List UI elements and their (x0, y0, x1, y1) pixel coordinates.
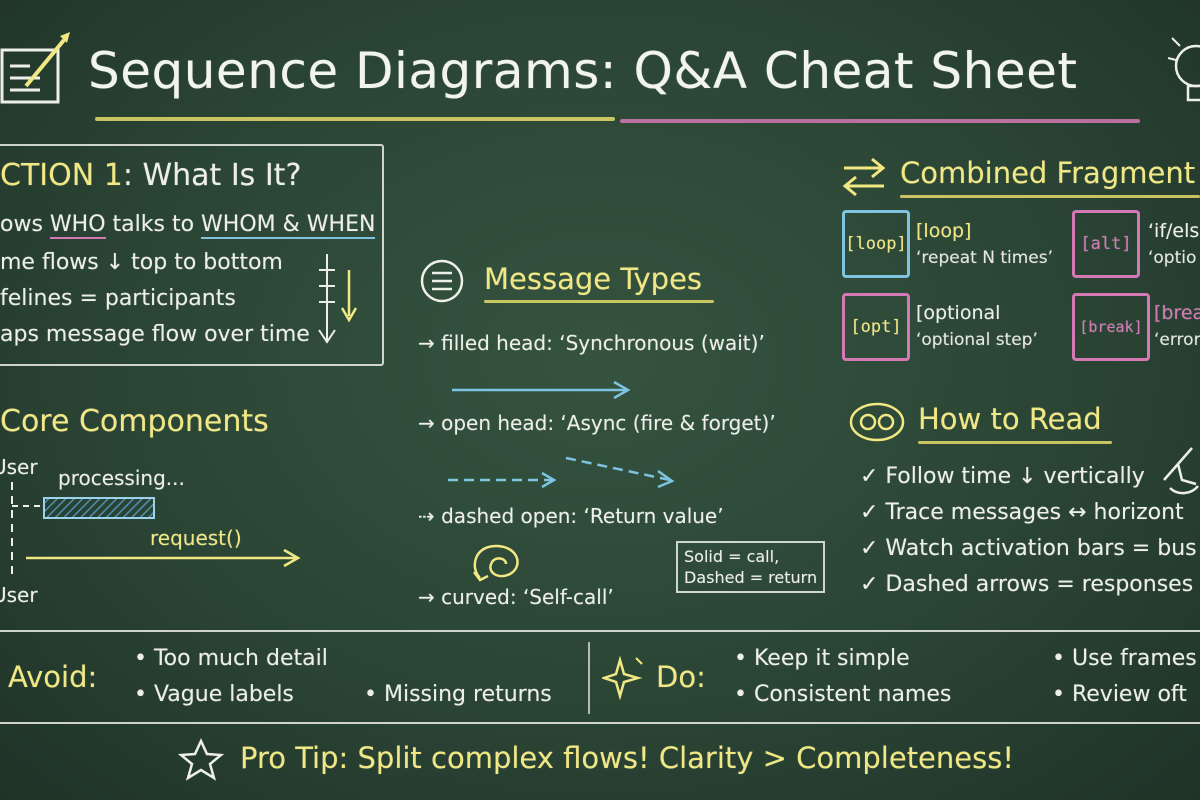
how-to-read-item-2: ✓ Trace messages ↔ horizont (860, 500, 1184, 525)
fragment-break-label: [brea (1154, 302, 1200, 324)
fragments-heading: Combined Fragment (900, 156, 1196, 190)
avoid-label: Avoid: (8, 660, 98, 694)
notepad-pencil-icon (0, 32, 70, 104)
fragment-loop-label: [loop] (916, 220, 972, 242)
fragment-break-desc: ‘error (1154, 330, 1200, 350)
fragment-opt-label: [optional (916, 302, 1001, 324)
how-to-read-underline (918, 441, 1112, 444)
core-diagram (11, 482, 301, 578)
section1-heading-rest: : What Is It? (122, 158, 302, 193)
fragments-underline (900, 195, 1200, 198)
time-down-arrow-icon (318, 254, 358, 344)
message-types-heading: Message Types (484, 262, 703, 296)
fragment-loop-tag: [loop] (845, 234, 907, 254)
self-call-icon (473, 544, 519, 582)
message-types-underline (484, 300, 714, 303)
pointing-hand-icon (1163, 447, 1199, 495)
fragment-opt-box: [opt] (842, 293, 910, 361)
solid-dashed-note: Solid = call, Dashed = return (676, 541, 826, 593)
avoid-item-3: • Missing returns (364, 682, 552, 707)
section1-whom-when: WHOM & WHEN (201, 212, 376, 239)
fragment-opt-desc: ‘optional step’ (916, 330, 1038, 350)
section1-who: WHO (49, 212, 106, 239)
core-user-top: User (0, 455, 38, 479)
fragment-alt-tag: [alt] (1080, 234, 1132, 254)
pro-tip: Pro Tip: Split complex flows! Clarity > … (240, 741, 1014, 775)
section1-heading: CTION 1: What Is It? (0, 158, 301, 193)
fragment-alt-desc: ‘optio (1148, 248, 1197, 268)
lightbulb-icon (1167, 37, 1200, 102)
do-item-4: • Review oft (1052, 682, 1187, 707)
section1-line1-a: ows (0, 212, 50, 237)
message-type-return: ⇢ dashed open: ‘Return value’ (418, 504, 724, 528)
section1-line1: ows WHO talks to WHOM & WHEN (0, 212, 376, 239)
title-underline-yellow (95, 117, 615, 121)
core-request: request() (150, 526, 242, 550)
avoid-do-divider (588, 642, 590, 714)
section1-line4: aps message flow over time (0, 322, 310, 347)
do-item-1: • Keep it simple (734, 646, 910, 671)
core-heading: Core Components (0, 404, 269, 439)
title-underline-pink (620, 119, 1140, 123)
fragment-break-box: [break] (1072, 293, 1150, 361)
sparkle-icon (602, 655, 643, 700)
swap-arrows-icon (842, 157, 886, 197)
section1-line1-b: talks to (105, 212, 202, 237)
core-processing: processing... (58, 466, 185, 490)
do-item-3: • Use frames (1052, 646, 1197, 671)
section1-line2: me flows ↓ top to bottom (0, 250, 283, 275)
section1-line3: felines = participants (0, 286, 236, 311)
how-to-read-item-3: ✓ Watch activation bars = bus (860, 536, 1197, 561)
fragment-alt-box: [alt] (1072, 210, 1140, 278)
eyes-icon (849, 402, 905, 442)
section1-box (0, 144, 384, 366)
section1-heading-prefix: CTION 1 (0, 158, 123, 193)
bottom-divider-top (0, 630, 1200, 632)
async-arrow (452, 380, 631, 400)
avoid-item-1: • Too much detail (134, 646, 328, 671)
list-circle-icon (420, 259, 464, 303)
fragment-loop-box: [loop] (842, 210, 910, 278)
fragment-loop-desc: ‘repeat N times’ (916, 248, 1054, 268)
do-label: Do: (656, 660, 706, 694)
note-line2: Dashed = return (684, 568, 818, 587)
how-to-read-item-1: ✓ Follow time ↓ vertically (860, 464, 1145, 489)
do-item-2: • Consistent names (734, 682, 952, 707)
message-type-self: → curved: ‘Self-call’ (418, 585, 614, 609)
how-to-read-item-4: ✓ Dashed arrows = responses (860, 572, 1194, 597)
avoid-item-2: • Vague labels (134, 682, 294, 707)
return-arrows (448, 456, 675, 489)
fragment-alt-label: ‘if/els (1148, 220, 1200, 242)
core-user-bottom: User (0, 583, 38, 607)
star-icon (178, 738, 224, 781)
message-type-sync: → filled head: ‘Synchronous (wait)’ (418, 331, 765, 355)
note-line1: Solid = call, (684, 547, 780, 566)
message-type-async: → open head: ‘Async (fire & forget)’ (418, 411, 776, 435)
fragment-break-tag: [break] (1079, 318, 1143, 336)
bottom-divider-bottom (0, 722, 1200, 724)
how-to-read-heading: How to Read (918, 402, 1102, 436)
page-title: Sequence Diagrams: Q&A Cheat Sheet (88, 42, 1078, 100)
fragment-opt-tag: [opt] (850, 317, 902, 337)
